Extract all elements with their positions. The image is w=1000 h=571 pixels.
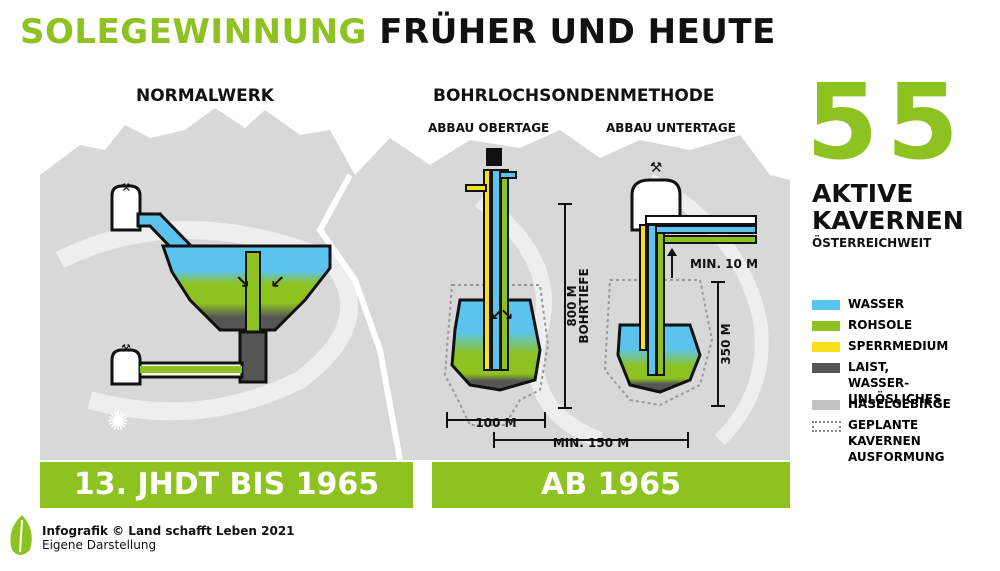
- svg-text:✺: ✺: [107, 407, 129, 437]
- legend-label: HASELGEBIRGE: [848, 397, 951, 411]
- legend-swatch: [812, 421, 841, 432]
- leaf-logo-icon: [10, 515, 32, 555]
- svg-text:↙: ↙: [490, 305, 503, 324]
- section-untertage: ABBAU UNTERTAGE: [606, 121, 736, 135]
- title-part2: FRÜHER UND HEUTE: [366, 12, 776, 52]
- legend-label: LAIST, WASSER- UNLÖSLICHES: [848, 360, 942, 406]
- stat-number: 55: [806, 61, 967, 183]
- section-obertage: ABBAU OBERTAGE: [428, 121, 550, 135]
- svg-text:⚒: ⚒: [121, 342, 131, 355]
- dim-150: MIN. 150 M: [553, 436, 629, 450]
- obertage-diagram: ↙ ↘: [443, 148, 572, 428]
- era-bar-right: AB 1965: [432, 462, 790, 508]
- era-bar-left: 13. JHDT BIS 1965: [40, 462, 413, 508]
- dim-bohrtiefe: BOHRTIEFE: [577, 268, 591, 343]
- dim-800: 800 M: [565, 285, 579, 326]
- legend-swatch: [812, 321, 840, 331]
- legend-label: GEPLANTE KAVERNEN AUSFORMUNG: [848, 418, 945, 464]
- section-bohrloch: BOHRLOCHSONDENMETHODE: [433, 86, 715, 106]
- title-part1: SOLEGEWINNUNG: [20, 12, 367, 52]
- legend-swatch: [812, 342, 840, 352]
- svg-text:↘: ↘: [235, 272, 250, 293]
- dim-350: 350 M: [719, 323, 733, 364]
- section-normalwerk: NORMALWERK: [136, 86, 274, 106]
- page-title: SOLEGEWINNUNG FRÜHER UND HEUTE: [20, 12, 776, 52]
- svg-text:↘: ↘: [500, 305, 513, 324]
- untertage-diagram: ⚒: [493, 160, 757, 448]
- svg-text:⚒: ⚒: [121, 181, 131, 194]
- stat-sub: ÖSTERREICHWEIT: [812, 236, 932, 250]
- dim-min10: MIN. 10 M: [690, 257, 758, 271]
- legend-label: SPERRMEDIUM: [848, 339, 949, 353]
- legend-swatch: [812, 363, 840, 373]
- svg-text:⚒: ⚒: [650, 160, 663, 176]
- legend-swatch: [812, 300, 840, 310]
- footer-credit: Infografik © Land schafft Leben 2021: [42, 524, 295, 538]
- legend-swatch: [812, 400, 840, 410]
- legend-label: ROHSOLE: [848, 318, 913, 332]
- legend-label: WASSER: [848, 297, 905, 311]
- normalwerk-diagram: ⚒ ⚒ ↘ ↙ ✺: [107, 181, 332, 437]
- svg-text:↙: ↙: [270, 272, 285, 293]
- stat-label: AKTIVE KAVERNEN: [812, 179, 964, 235]
- footer-source: Eigene Darstellung: [42, 538, 157, 552]
- dim-100: 100 M: [475, 416, 516, 430]
